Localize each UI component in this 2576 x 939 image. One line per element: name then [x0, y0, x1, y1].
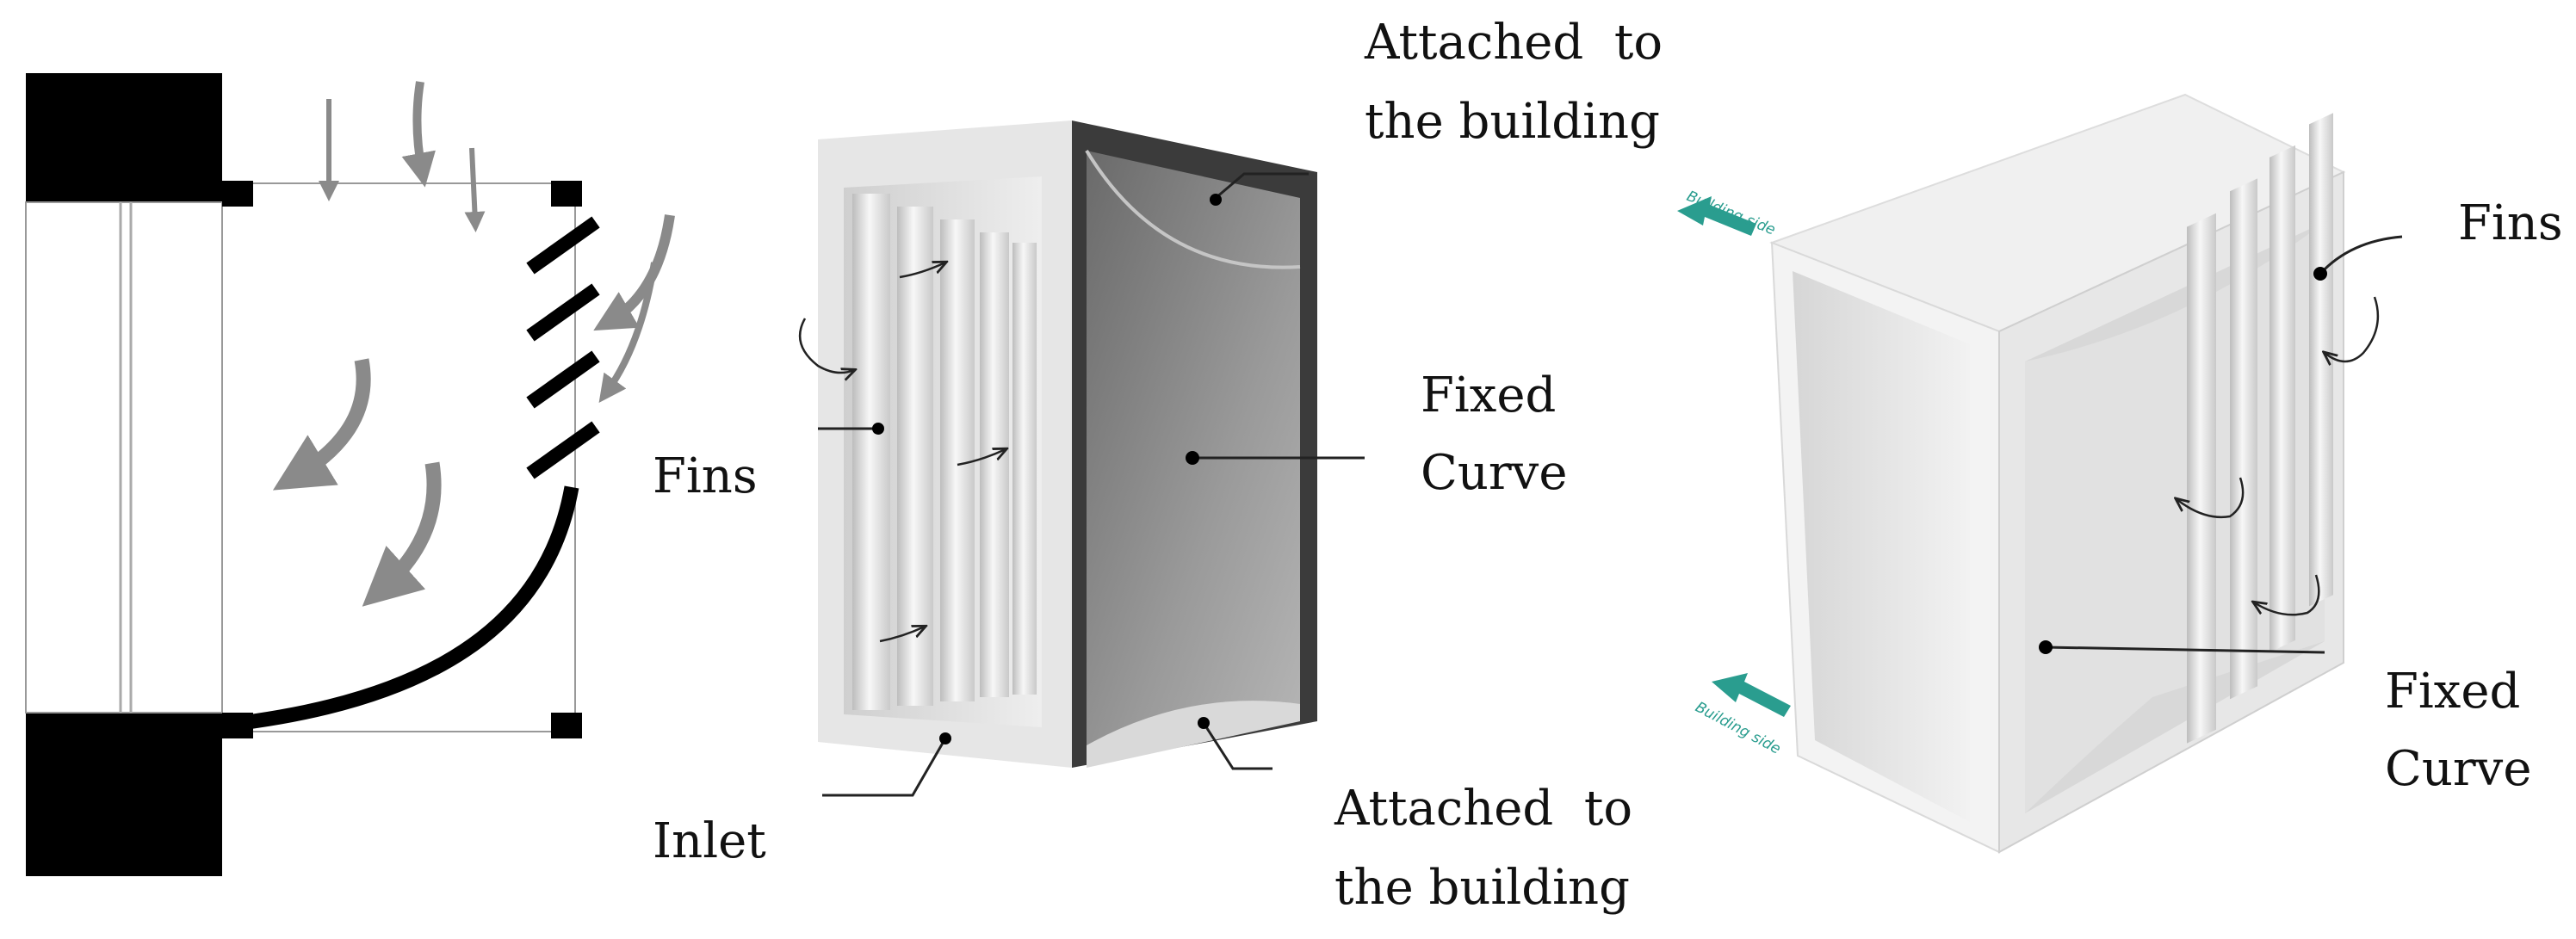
- section-sketch: [25, 73, 675, 876]
- right-render: Building side Building side: [1677, 93, 2403, 854]
- building-side-arrow-top: Building side: [1677, 188, 1778, 239]
- corner-node-br: [551, 713, 582, 738]
- middle-fixed-curve-surface: [1085, 149, 1301, 269]
- right-fins-label: Fins: [2458, 195, 2563, 251]
- wall-bottom-block: [26, 713, 222, 876]
- middle-leader-lines: [818, 172, 1365, 797]
- mid-inlet-label: Inlet: [653, 813, 766, 869]
- fixed-curve-section: [226, 485, 579, 732]
- right-box-left-opening: [1793, 271, 1970, 822]
- middle-render: [798, 120, 1365, 797]
- corner-node-tr: [551, 181, 582, 207]
- mid-attached-bottom-line2: the building: [1334, 860, 1630, 916]
- mid-attached-top-line1: Attached to: [1364, 15, 1663, 71]
- mid-attached-bottom-line1: Attached to: [1334, 781, 1632, 837]
- middle-curve-floor: [1087, 701, 1300, 768]
- right-leader-lines: [2045, 235, 2403, 654]
- middle-fins: [852, 194, 1037, 710]
- mid-attached-top-line2: the building: [1365, 94, 1660, 150]
- right-fixed-curve-line2: Curve: [2385, 741, 2531, 797]
- building-side-arrow-bottom: Building side: [1693, 673, 1791, 758]
- airflow-arrows: [272, 81, 675, 607]
- fins-section: [526, 216, 600, 479]
- right-fixed-curve-line1: Fixed: [2385, 664, 2520, 720]
- wall-top-block: [26, 73, 222, 202]
- mid-fixed-curve-line2: Curve: [1421, 445, 1567, 501]
- window-frame: [25, 201, 223, 714]
- corner-node-tl: [222, 181, 253, 207]
- right-fins: [2187, 113, 2333, 744]
- right-flow-arrows: [2177, 296, 2380, 616]
- mid-fixed-curve-line1: Fixed: [1421, 368, 1556, 423]
- right-leader-dots: [2039, 267, 2327, 654]
- middle-box-side-inner: [1087, 151, 1300, 745]
- middle-flow-arrows: [798, 263, 1006, 643]
- middle-leader-dots: [872, 194, 1222, 744]
- mid-fins-label: Fins: [653, 448, 758, 504]
